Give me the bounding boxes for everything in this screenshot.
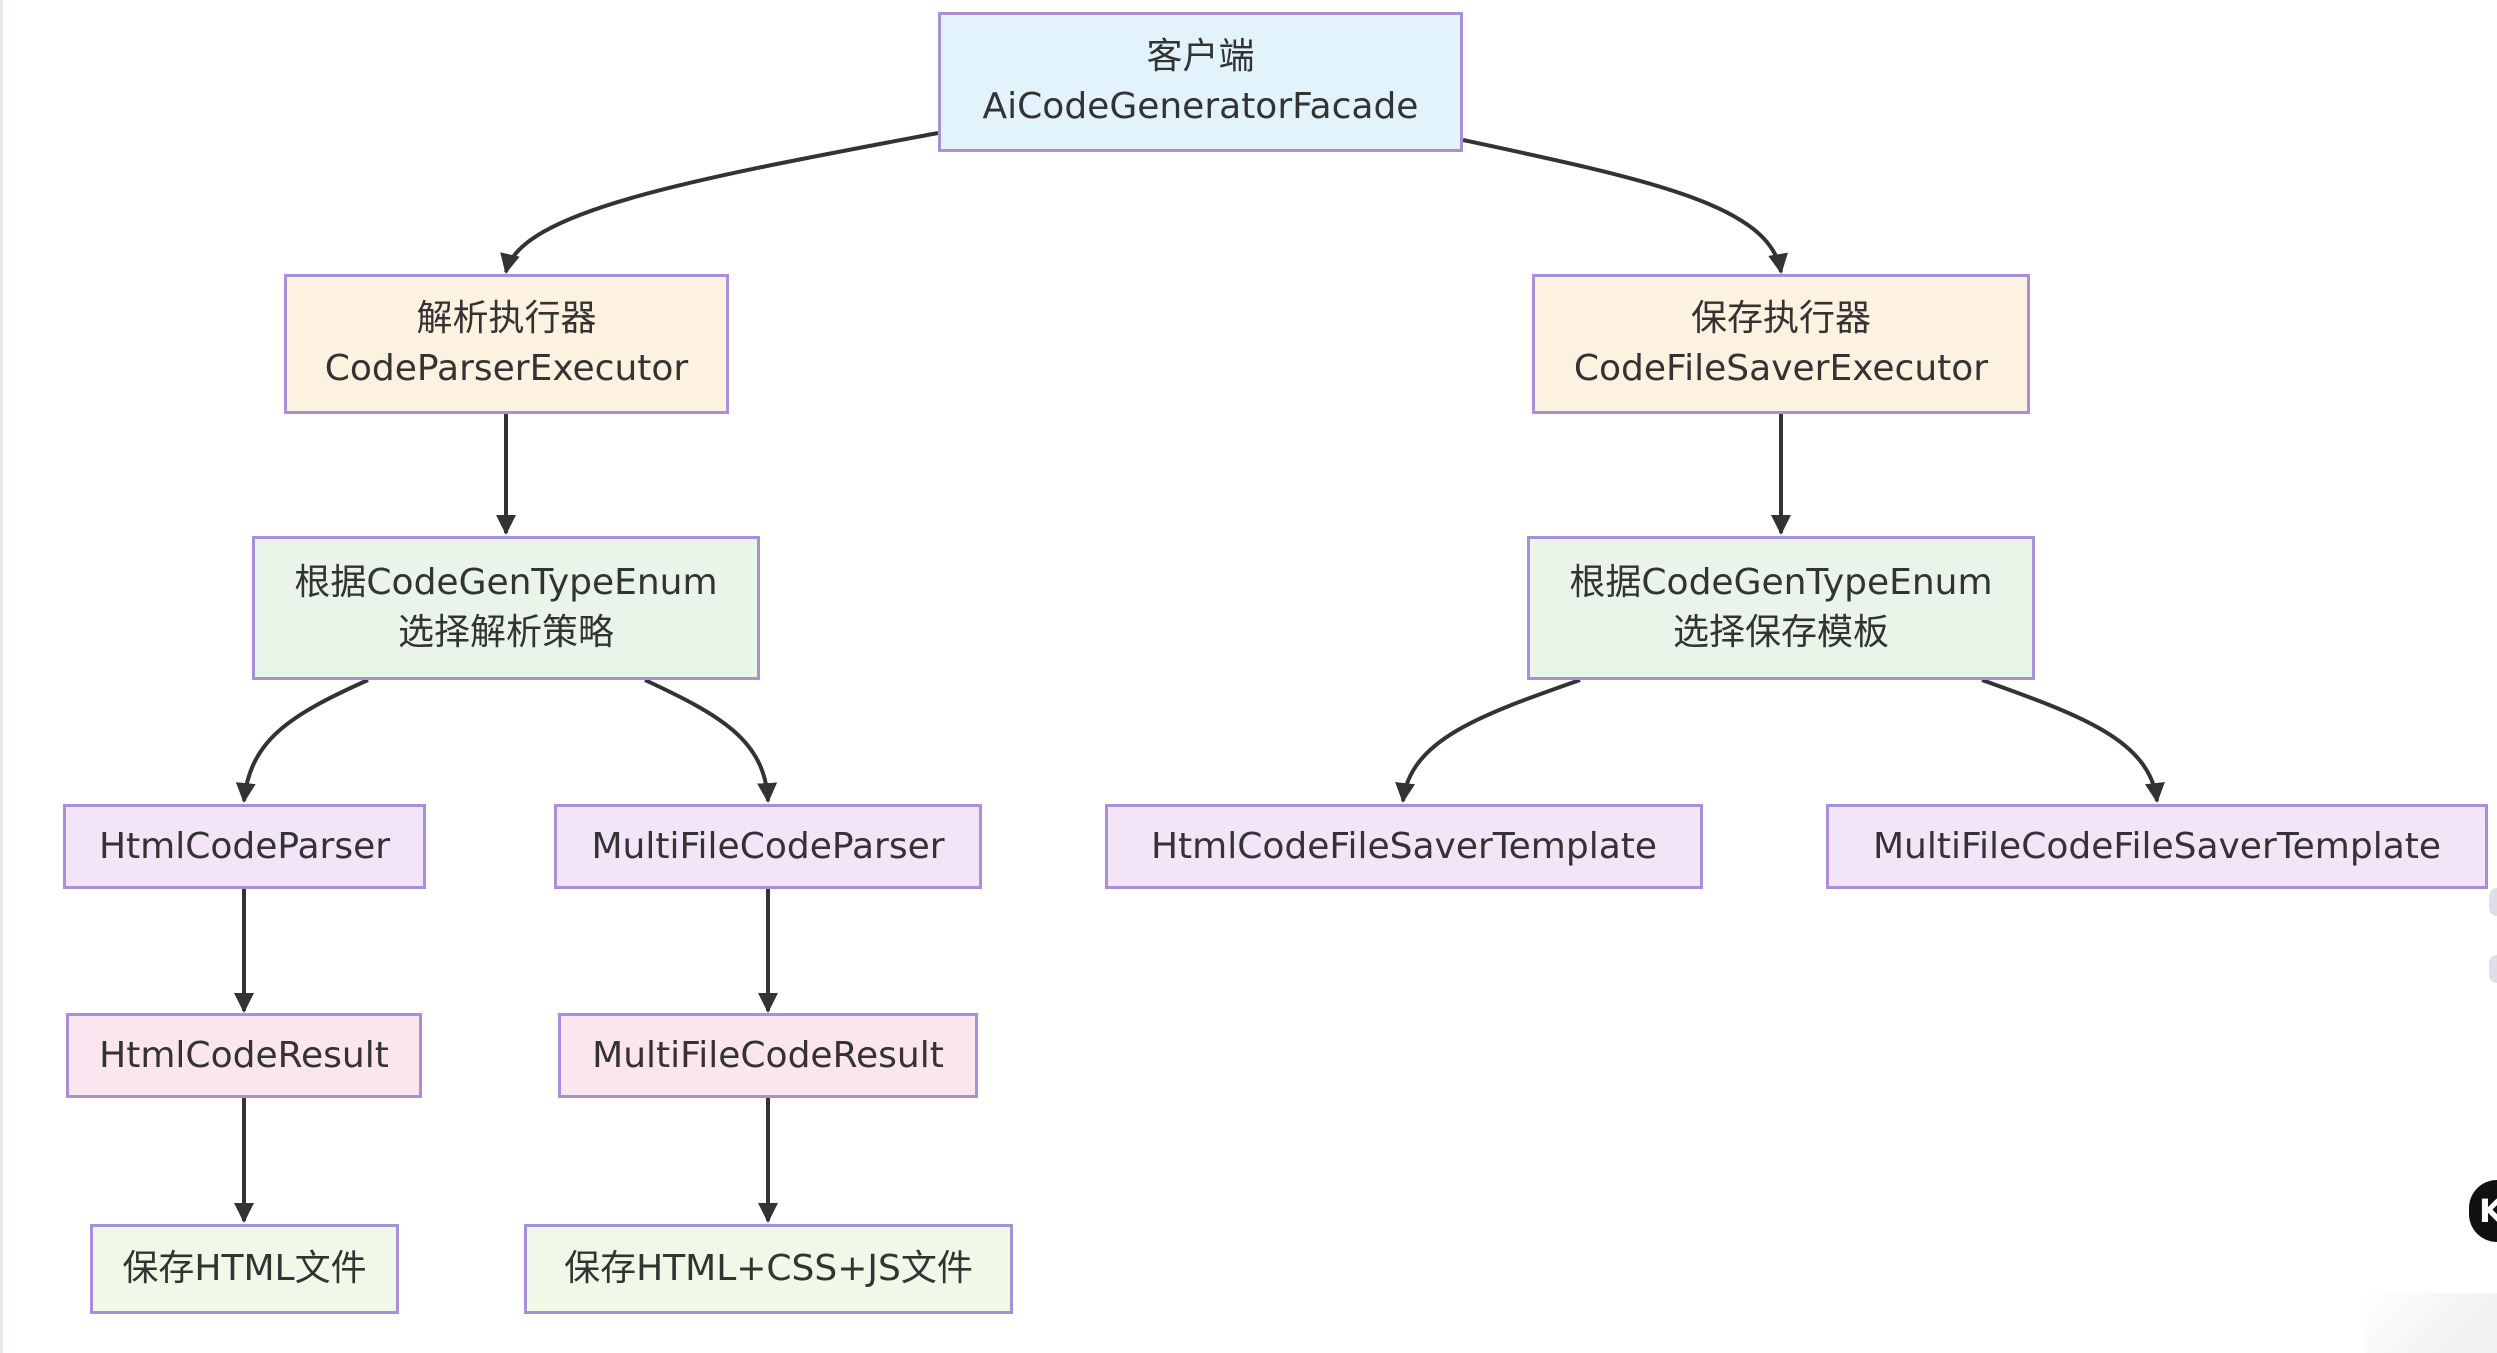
node-save-html-file: 保存HTML文件 (90, 1224, 399, 1314)
node-code-file-saver-executor-line1: 保存执行器 (1690, 298, 1871, 339)
node-multi-file-code-file-saver-template: MultiFileCodeFileSaverTemplate (1826, 804, 2488, 889)
edge-template-to-multi-saver (1981, 678, 2165, 803)
node-html-code-result-label: HtmlCodeResult (99, 1034, 389, 1076)
edge-client-to-parse-executor (500, 131, 939, 274)
side-tab-upper (2489, 888, 2497, 916)
node-select-parse-strategy: 根据CodeGenTypeEnum 选择解析策略 (252, 536, 760, 680)
node-code-file-saver-executor: 保存执行器 CodeFileSaverExecutor (1532, 274, 2030, 414)
node-multi-file-code-parser: MultiFileCodeParser (554, 804, 982, 889)
edge-template-to-html-saver (1395, 678, 1581, 803)
corner-blur (2367, 1293, 2497, 1353)
node-save-html-css-js-files-label: 保存HTML+CSS+JS文件 (564, 1248, 973, 1289)
page-left-rule (0, 0, 3, 1353)
edge-strategy-to-multi-parser (644, 678, 778, 803)
node-multi-file-code-parser-label: MultiFileCodeParser (591, 825, 945, 867)
edge-strategy-to-html-parser (235, 678, 369, 803)
node-select-save-template-line2: 选择保存模板 (1672, 612, 1889, 653)
node-save-html-file-label: 保存HTML文件 (122, 1248, 367, 1289)
node-code-parser-executor-line1: 解析执行器 (416, 298, 597, 339)
node-code-parser-executor-line2: CodeParserExecutor (324, 348, 689, 389)
node-code-file-saver-executor-line2: CodeFileSaverExecutor (1573, 348, 1989, 389)
node-multi-file-code-file-saver-template-label: MultiFileCodeFileSaverTemplate (1872, 825, 2442, 867)
node-code-parser-executor: 解析执行器 CodeParserExecutor (284, 274, 729, 414)
node-select-parse-strategy-line2: 选择解析策略 (397, 612, 614, 653)
node-client-facade-line1: 客户端 (1146, 36, 1255, 77)
node-client-facade-line2: AiCodeGeneratorFacade (982, 86, 1419, 127)
node-select-save-template-line1: 根据CodeGenTypeEnum (1569, 562, 1993, 603)
edge-client-to-save-executor (1462, 138, 1788, 274)
node-html-code-file-saver-template-label: HtmlCodeFileSaverTemplate (1150, 825, 1658, 867)
side-tab-lower (2489, 955, 2497, 983)
node-multi-file-code-result-label: MultiFileCodeResult (592, 1034, 944, 1076)
node-html-code-parser-label: HtmlCodeParser (98, 825, 391, 867)
node-save-html-css-js-files: 保存HTML+CSS+JS文件 (524, 1224, 1013, 1314)
node-select-parse-strategy-line1: 根据CodeGenTypeEnum (294, 562, 718, 603)
node-select-save-template: 根据CodeGenTypeEnum 选择保存模板 (1527, 536, 2035, 680)
node-html-code-result: HtmlCodeResult (66, 1013, 422, 1098)
node-multi-file-code-result: MultiFileCodeResult (558, 1013, 978, 1098)
node-html-code-file-saver-template: HtmlCodeFileSaverTemplate (1105, 804, 1703, 889)
node-client-facade: 客户端 AiCodeGeneratorFacade (938, 12, 1463, 152)
floating-widget-letter: K (2479, 1192, 2497, 1230)
node-html-code-parser: HtmlCodeParser (63, 804, 426, 889)
